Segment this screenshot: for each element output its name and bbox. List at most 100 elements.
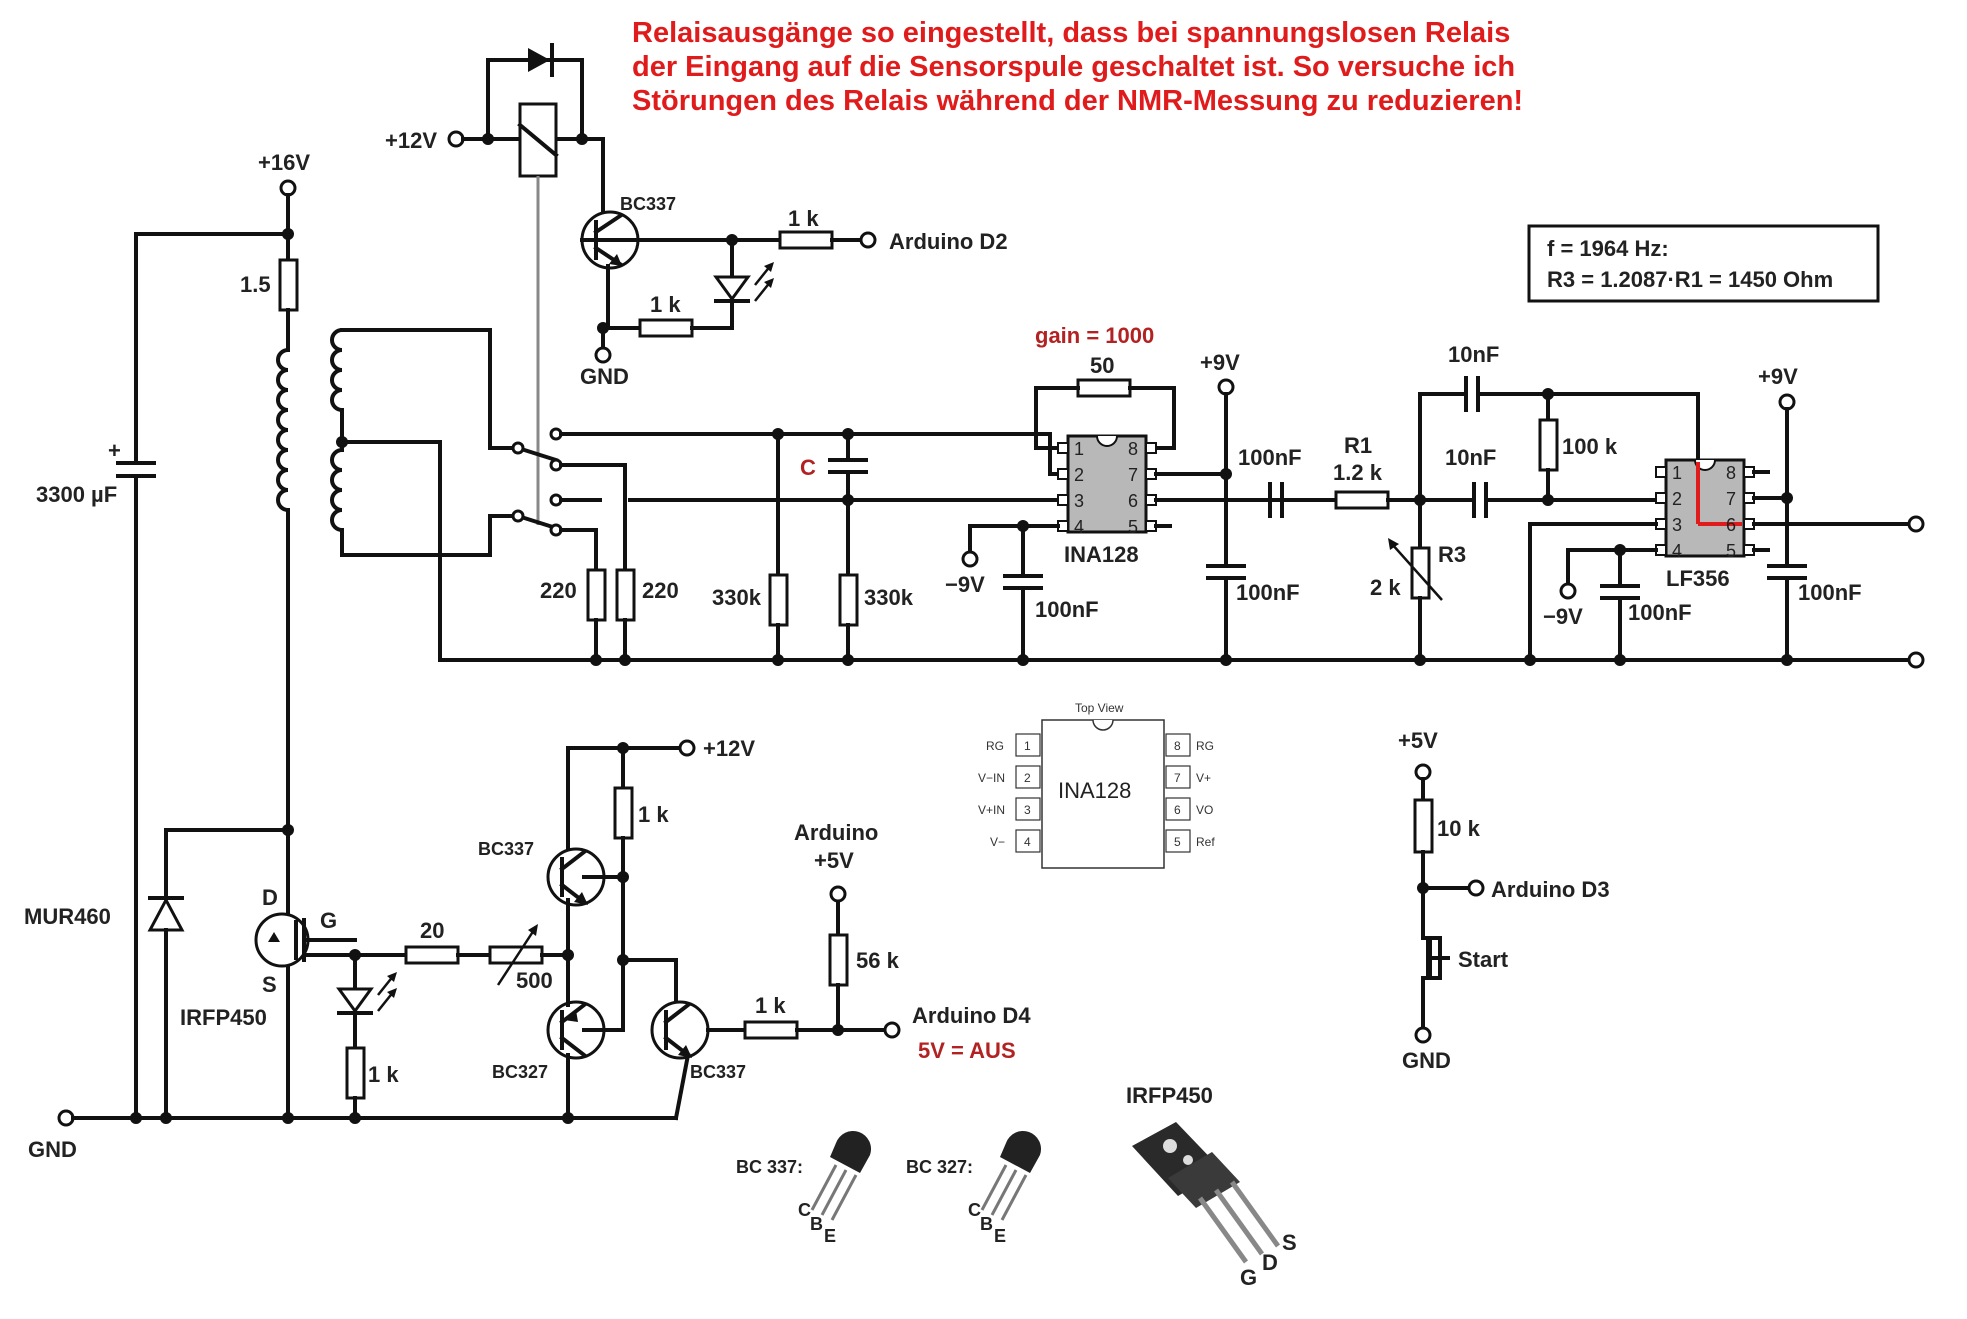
resistor-1k-d2 xyxy=(778,230,834,250)
bc337-package: BC 337: C B E xyxy=(736,1130,872,1246)
plus12-relay-label: +12V xyxy=(385,128,437,153)
arduino-d3-terminal[interactable] xyxy=(1467,879,1485,897)
ina128-pinout-diagram: Top View INA128 1 2 3 4 8 7 6 5 RG V−IN … xyxy=(978,701,1215,869)
arduino-d4-label: Arduino D4 xyxy=(912,1003,1031,1028)
resistor-330k-b-label: 330k xyxy=(864,585,914,610)
minus9-ina-label: −9V xyxy=(945,572,985,597)
resistor-56k-label: 56 k xyxy=(856,948,900,973)
filter-section: 100nF R1 1.2 k 10nF 100 k 10nF R3 2 k xyxy=(1238,342,1925,669)
mur460-diode-icon xyxy=(147,896,185,932)
resistor-1k-led-label: 1 k xyxy=(650,292,681,317)
resistor-50 xyxy=(1076,378,1132,398)
resistor-56k xyxy=(828,933,849,987)
flyback-diode-icon xyxy=(528,48,550,72)
resistor-220-b-label: 220 xyxy=(642,578,679,603)
resistor-1-5 xyxy=(278,258,299,312)
irfp450-pin-s: S xyxy=(1282,1230,1297,1255)
bc327-pin-b: B xyxy=(980,1214,993,1234)
power-section: +16V 1.5 + 3300 µF GND MUR460 xyxy=(24,150,678,1162)
r3-name-label: R3 xyxy=(1438,542,1466,567)
bc337-package-icon xyxy=(830,1130,872,1173)
plus16-label: +16V xyxy=(258,150,310,175)
pinout-label-v-plus: V+ xyxy=(1196,771,1211,785)
lf356-label: LF356 xyxy=(1666,566,1730,591)
resistor-10k-label: 10 k xyxy=(1437,816,1481,841)
output-signal-terminal[interactable] xyxy=(1907,515,1925,533)
bc327-label: BC327 xyxy=(492,1062,548,1082)
resistor-1k-top-label: 1 k xyxy=(638,802,669,827)
pinout-label-rg-right: RG xyxy=(1196,739,1214,753)
excitation-coil xyxy=(276,347,291,513)
bc327-package-icon xyxy=(1000,1130,1042,1173)
resistor-220-a xyxy=(586,568,607,622)
ina-pin-8: 8 xyxy=(1128,439,1138,459)
lf-pin-3: 3 xyxy=(1672,515,1682,535)
bc337-d4-label: BC337 xyxy=(690,1062,746,1082)
bc337-pin-b: B xyxy=(810,1214,823,1234)
resistor-1k-d2-label: 1 k xyxy=(788,206,819,231)
bc337-package-label: BC 337: xyxy=(736,1157,803,1177)
resistor-20-label: 20 xyxy=(420,918,444,943)
ina128-label: INA128 xyxy=(1064,542,1139,567)
resistor-100k-label: 100 k xyxy=(1562,434,1618,459)
bc327-pin-e: E xyxy=(994,1226,1006,1246)
pinout-pin-6: 6 xyxy=(1174,803,1181,817)
mosfet-d-label: D xyxy=(262,885,278,910)
pinout-label-vin-minus: V−IN xyxy=(978,771,1005,785)
arduino-d2-terminal[interactable] xyxy=(859,231,877,249)
led-icon xyxy=(713,275,751,302)
resistor-1k-led xyxy=(638,318,694,338)
pinout-chip-name: INA128 xyxy=(1058,778,1131,803)
mosfet-s-label: S xyxy=(262,972,277,997)
irfp450-label: IRFP450 xyxy=(180,1005,267,1030)
arduino-d4-note: 5V = AUS xyxy=(918,1038,1016,1063)
gnd-relay-label: GND xyxy=(580,364,629,389)
bc327-package-label: BC 327: xyxy=(906,1157,973,1177)
plus9-lf-terminal xyxy=(1778,393,1796,411)
ina-pin-5: 5 xyxy=(1128,517,1138,537)
irfp450-package: IRFP450 G D S xyxy=(1126,1083,1297,1290)
cap-100nF-out-label: 100nF xyxy=(1238,445,1302,470)
sensor-coil xyxy=(330,327,345,413)
relay-section: +12V BC337 1 k Arduino D2 xyxy=(385,43,1008,525)
resistor-1k-d4 xyxy=(743,1020,799,1040)
resistor-330k-a xyxy=(768,573,789,627)
ina-pin-7: 7 xyxy=(1128,465,1138,485)
gnd-start-label: GND xyxy=(1402,1048,1451,1073)
gnd-main-terminal xyxy=(57,1109,75,1127)
mur460-label: MUR460 xyxy=(24,904,111,929)
output-gnd-terminal[interactable] xyxy=(1907,651,1925,669)
start-button-icon[interactable] xyxy=(1426,940,1432,976)
plus9-ina-terminal xyxy=(1217,378,1235,396)
resistor-330k-b xyxy=(838,573,859,627)
irfp450-pin-d: D xyxy=(1262,1250,1278,1275)
cap-100nF-lf-label: 100nF xyxy=(1628,600,1692,625)
cap-100nF-rail-label: 100nF xyxy=(1236,580,1300,605)
resistor-r1 xyxy=(1334,490,1390,510)
arduino-5v-label-1: Arduino xyxy=(794,820,878,845)
lf-pin-1: 1 xyxy=(1672,463,1682,483)
pinout-pin-1: 1 xyxy=(1024,739,1031,753)
ina128-section: gain = 1000 50 1 2 3 4 8 7 6 5 INA128 −9… xyxy=(945,323,1302,666)
plus12-driver-terminal xyxy=(678,739,696,757)
bc337-relay-label: BC337 xyxy=(620,194,676,214)
driver-section: +12V 1 k BC337 BC327 BC3 xyxy=(478,736,1031,1121)
resistor-1k-bottom xyxy=(345,1046,366,1100)
gate-led-icon xyxy=(336,987,374,1014)
ina-pin-1: 1 xyxy=(1074,439,1084,459)
note-line-1: Relaisausgänge so eingestellt, dass bei … xyxy=(632,17,1510,49)
start-label: Start xyxy=(1458,947,1509,972)
note-line-3: Störungen des Relais während der NMR-Mes… xyxy=(632,85,1523,117)
bc337-pin-e: E xyxy=(824,1226,836,1246)
cap-c-label: C xyxy=(800,455,816,480)
gnd-start-terminal xyxy=(1414,1026,1432,1044)
ina128-chip xyxy=(1066,434,1148,534)
r1-name-label: R1 xyxy=(1344,433,1372,458)
minus9-lf-terminal xyxy=(1559,582,1577,600)
lf-pin-6: 6 xyxy=(1726,515,1736,535)
arduino-d4-terminal[interactable] xyxy=(883,1021,901,1039)
pinout-pin-3: 3 xyxy=(1024,803,1031,817)
pinout-pin-7: 7 xyxy=(1174,771,1181,785)
resistor-1k-top xyxy=(613,786,634,840)
